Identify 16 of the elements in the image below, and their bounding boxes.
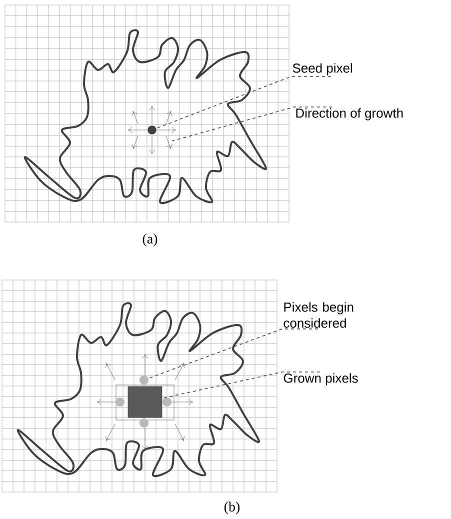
leader-line: [172, 106, 332, 142]
pixel-dot: [162, 397, 172, 407]
callout-label: Pixels begin considered: [284, 302, 354, 328]
pixel-dot: [139, 375, 149, 385]
panel-label: (b): [224, 502, 240, 514]
leader-line: [162, 372, 320, 399]
leader-line: [148, 328, 318, 379]
callout-label: Direction of growth: [296, 108, 403, 120]
panel-label: (a): [142, 234, 158, 246]
pixel-dot: [139, 418, 149, 428]
pixel-dot: [115, 397, 125, 407]
grown-pixels-square: [128, 386, 162, 418]
callout-label: Grown pixels: [284, 373, 358, 386]
callout-label: Seed pixel: [292, 63, 352, 76]
leader-line: [156, 76, 332, 129]
seed-pixel-dot: [147, 125, 157, 135]
